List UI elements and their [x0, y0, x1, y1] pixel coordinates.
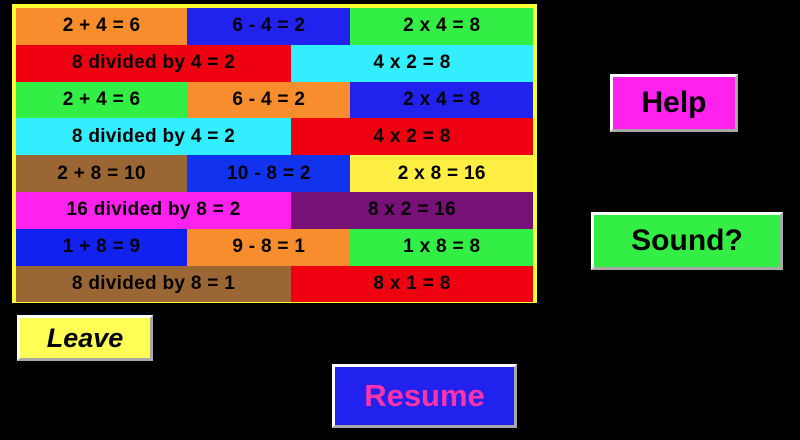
fact-cell[interactable]: 2 x 4 = 8 [350, 8, 533, 45]
help-button-label: Help [641, 86, 707, 119]
fact-cell[interactable]: 8 divided by 4 = 2 [16, 44, 292, 82]
fact-cell[interactable]: 4 x 2 = 8 [291, 118, 533, 156]
fact-cell[interactable]: 6 - 4 = 2 [187, 81, 351, 119]
fact-cell[interactable]: 8 x 2 = 16 [291, 191, 533, 229]
sound-toggle-button[interactable]: Sound? [591, 212, 783, 270]
fact-cell[interactable]: 16 divided by 8 = 2 [16, 191, 292, 229]
fact-cell[interactable]: 2 x 8 = 16 [350, 155, 533, 192]
fact-cell[interactable]: 8 divided by 4 = 2 [16, 118, 292, 156]
leave-button[interactable]: Leave [17, 315, 153, 361]
fact-cell[interactable]: 9 - 8 = 1 [187, 228, 351, 266]
resume-button[interactable]: Resume [332, 364, 517, 428]
fact-cell[interactable]: 10 - 8 = 2 [187, 155, 351, 192]
resume-button-label: Resume [364, 378, 485, 413]
fact-cell[interactable]: 8 x 1 = 8 [291, 265, 533, 303]
fact-cell[interactable]: 2 + 8 = 10 [16, 155, 188, 192]
fact-cell[interactable]: 6 - 4 = 2 [187, 8, 351, 45]
leave-button-label: Leave [46, 322, 124, 353]
fact-cell[interactable]: 2 x 4 = 8 [350, 81, 533, 119]
fact-cell[interactable]: 4 x 2 = 8 [291, 44, 533, 82]
help-button[interactable]: Help [610, 74, 738, 132]
fact-cell[interactable]: 2 + 4 = 6 [16, 8, 188, 45]
sound-button-label: Sound? [631, 224, 743, 257]
fact-cell[interactable]: 2 + 4 = 6 [16, 81, 188, 119]
fact-cell[interactable]: 1 x 8 = 8 [350, 228, 533, 266]
fact-cell[interactable]: 1 + 8 = 9 [16, 228, 188, 266]
fact-cell[interactable]: 8 divided by 8 = 1 [16, 265, 292, 303]
